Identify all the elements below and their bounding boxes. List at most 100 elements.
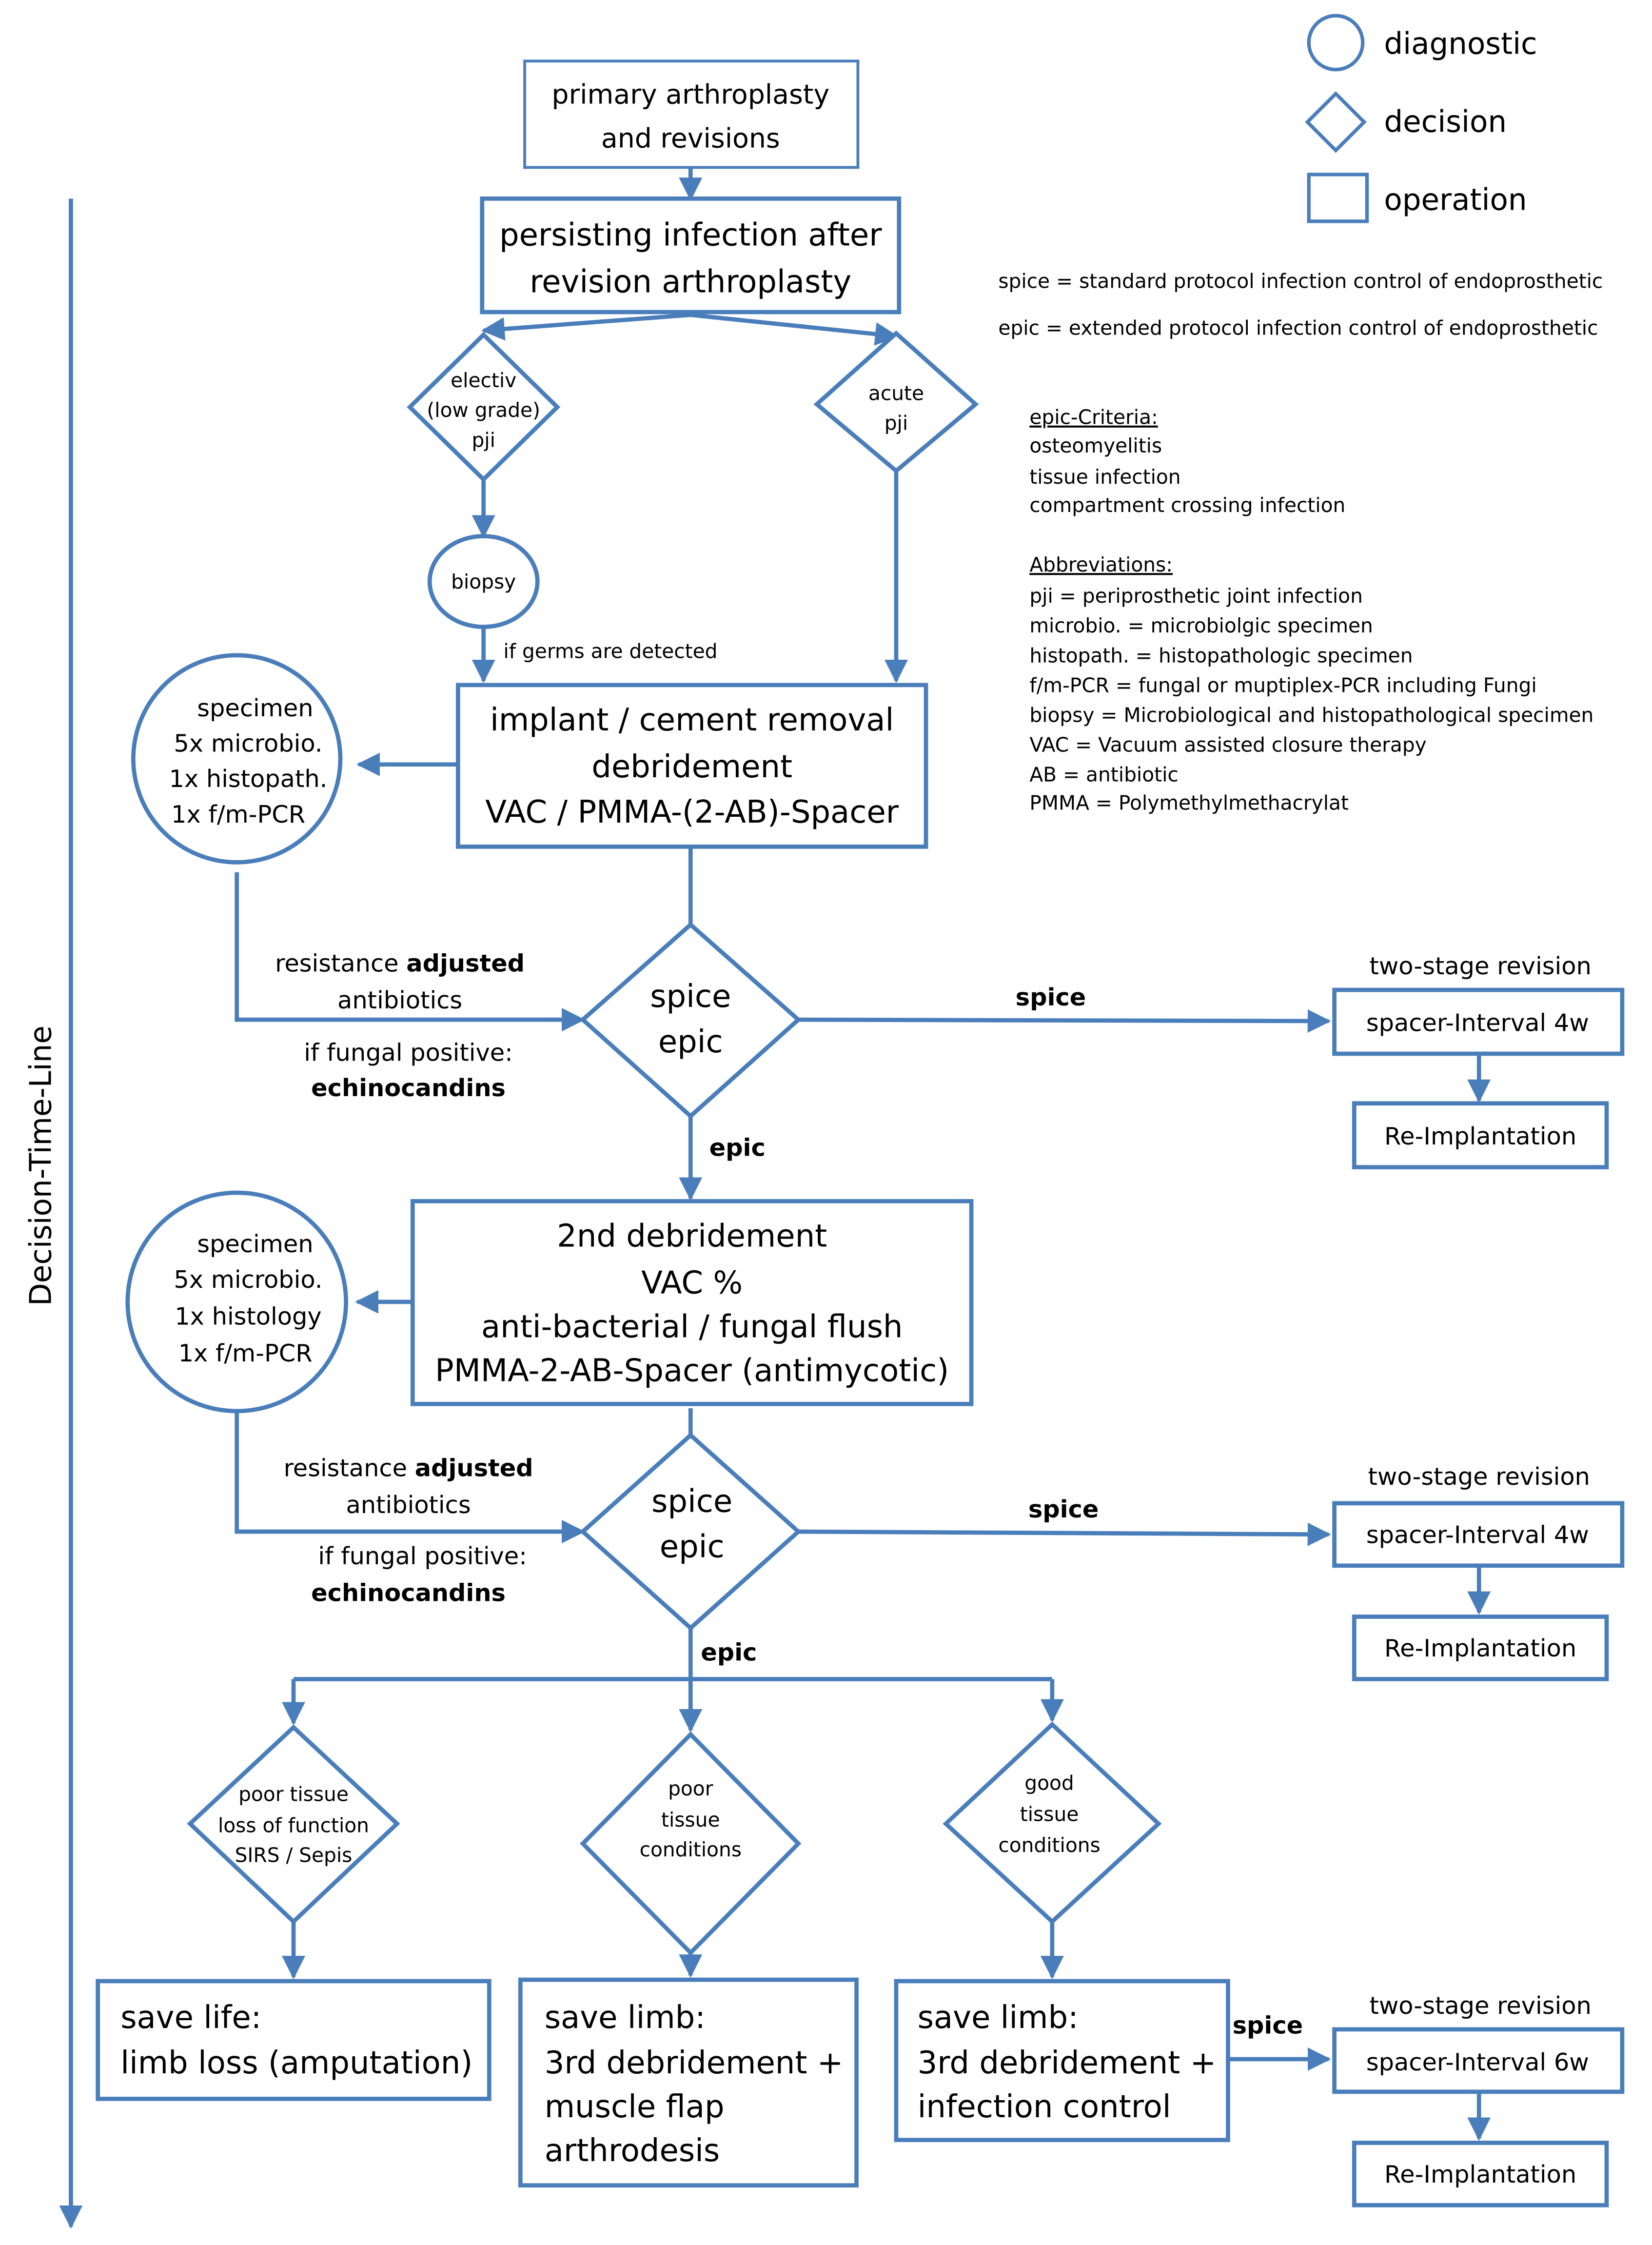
abbreviations-heading: Abbreviations: [1029,553,1173,576]
reimpl2-text: Re-Implantation [1384,1634,1576,1662]
outcome-life-text: limb loss (amputation) [120,2045,472,2081]
start-text: and revisions [601,123,780,155]
definitions: spice = standard protocol infection cont… [998,270,1603,340]
elective-text: pji [472,428,495,452]
shapes [96,59,1625,2207]
elective-text: electiv [451,369,516,392]
acute-text: acute [868,381,924,405]
germs-note: if germs are detected [503,640,717,663]
persisting-infection-box [480,196,902,315]
legend-square-icon [1307,173,1369,223]
abbreviation-item: f/m-PCR = fungal or muptiplex-PCR includ… [1029,673,1536,697]
epic-criteria-item: osteomyelitis [1029,434,1162,457]
persisting-text: persisting infection after [499,217,882,253]
specimen1-text: specimen [197,694,313,722]
specimen2-circle [125,1190,348,1414]
cond-good-text: conditions [998,1833,1100,1857]
reimpl3-text: Re-Implantation [1384,2160,1576,2188]
arrow-persisting-to-acute [690,313,899,346]
op2-text: PMMA-2-AB-Spacer (antimycotic) [435,1353,949,1389]
arrow-specimen2-to-decision2 [235,1411,586,1543]
cond-poor-text: conditions [640,1838,742,1861]
reimpl2-box [1352,1615,1609,1681]
decision2-text: spice [651,1483,732,1519]
resistance1-line1: resistance adjusted [275,949,525,977]
interval3-text: spacer-Interval 6w [1366,2048,1589,2076]
arrow-persisting-to-elective [481,313,691,341]
timeline-label: Decision-Time-Line [24,1025,59,1306]
epic-criteria-heading: epic-Criteria: [1029,406,1158,429]
op2-text: VAC % [641,1265,743,1301]
cond-good-text: good [1024,1771,1074,1794]
biopsy-text: biopsy [451,570,516,593]
outcome-control-text: save limb: [918,2000,1079,2036]
epic-criteria: epic-Criteria: osteomyelitis tissue infe… [1029,406,1345,517]
outcome-control-text: infection control [918,2089,1171,2125]
legend-decision-label: decision [1384,105,1507,139]
reimpl3-box [1352,2141,1609,2207]
op2-text: anti-bacterial / fungal flush [481,1309,903,1345]
legend-operation-label: operation [1384,183,1527,217]
acute-text: pji [885,411,908,434]
legend-diagnostic-label: diagnostic [1384,27,1537,61]
reimpl1-box [1352,1101,1609,1169]
twostage1-title: two-stage revision [1369,952,1591,980]
epic-definition: epic = extended protocol infection contr… [998,316,1598,340]
abbreviation-item: pji = periprosthetic joint infection [1029,584,1363,608]
epic-criteria-item: compartment crossing infection [1029,493,1345,517]
resistance1-line4: echinocandins [311,1074,506,1102]
arrow-decision2-to-twostage2 [798,1522,1331,1546]
interval1-box [1332,987,1625,1056]
abbreviation-item: VAC = Vacuum assisted closure therapy [1029,733,1426,757]
spice-label-3: spice [1233,2011,1303,2039]
elective-pji-diamond [407,332,561,483]
interval1-text: spacer-Interval 4w [1366,1008,1589,1037]
start-text: primary arthroplasty [551,79,829,110]
node-text: primary arthroplasty and revisions persi… [120,79,1592,2188]
op1-box [455,683,928,849]
epic-criteria-item: tissue infection [1029,465,1180,489]
epic-label-1: epic [709,1133,766,1162]
spice-definition: spice = standard protocol infection cont… [998,270,1603,293]
start-box [523,59,860,169]
abbreviation-item: biopsy = Microbiological and histopathol… [1029,703,1593,727]
cond-sepsis-text: SIRS / Sepis [235,1844,353,1867]
cond-poor-text: tissue [661,1808,720,1831]
cond-poor-text: poor [668,1777,713,1800]
interval3-box [1332,2027,1625,2094]
outcome-life-box [96,1979,492,2101]
op2-text: 2nd debridement [557,1218,827,1254]
resistance2-line4: echinocandins [311,1579,506,1607]
spice-label-1: spice [1016,983,1086,1011]
reimpl1-text: Re-Implantation [1384,1122,1576,1150]
decision2-diamond [579,1432,802,1631]
connectors [235,167,1491,2141]
twostage2-title: two-stage revision [1368,1462,1590,1491]
interval2-box [1332,1501,1625,1568]
cond-good-text: tissue [1020,1802,1079,1826]
cond-sepsis-text: loss of function [218,1814,369,1837]
outcome-control-box [894,1979,1230,2142]
specimen2-text: 1x histology [175,1302,321,1330]
cond-sepsis-diamond [187,1724,400,1925]
arrow-specimen1-to-decision1 [235,872,586,1032]
decision2-text: epic [660,1529,725,1565]
decision-time-line: Decision-Time-Line [24,198,83,2229]
resistance2-line3: if fungal positive: [318,1542,527,1570]
resistance2-line1: resistance adjusted [284,1454,533,1482]
cond-poor-diamond [580,1731,802,1956]
resistance1-line2: antibiotics [337,986,462,1014]
decision1-text: spice [650,979,731,1015]
resistance1-line3: if fungal positive: [304,1038,512,1066]
acute-pji-diamond [813,330,979,474]
outcome-flap-box [518,1977,859,2188]
specimen2-text: 5x microbio. [174,1265,322,1294]
legend-circle-icon [1307,14,1365,72]
specimen2-text: specimen [197,1230,313,1258]
outcome-flap-text: 3rd debridement + [545,2045,844,2081]
biopsy-circle [427,534,540,629]
legend: diagnostic decision operation [1305,14,1537,223]
abbreviation-item: AB = antibiotic [1029,763,1178,787]
outcome-life-text: save life: [120,2000,261,2036]
